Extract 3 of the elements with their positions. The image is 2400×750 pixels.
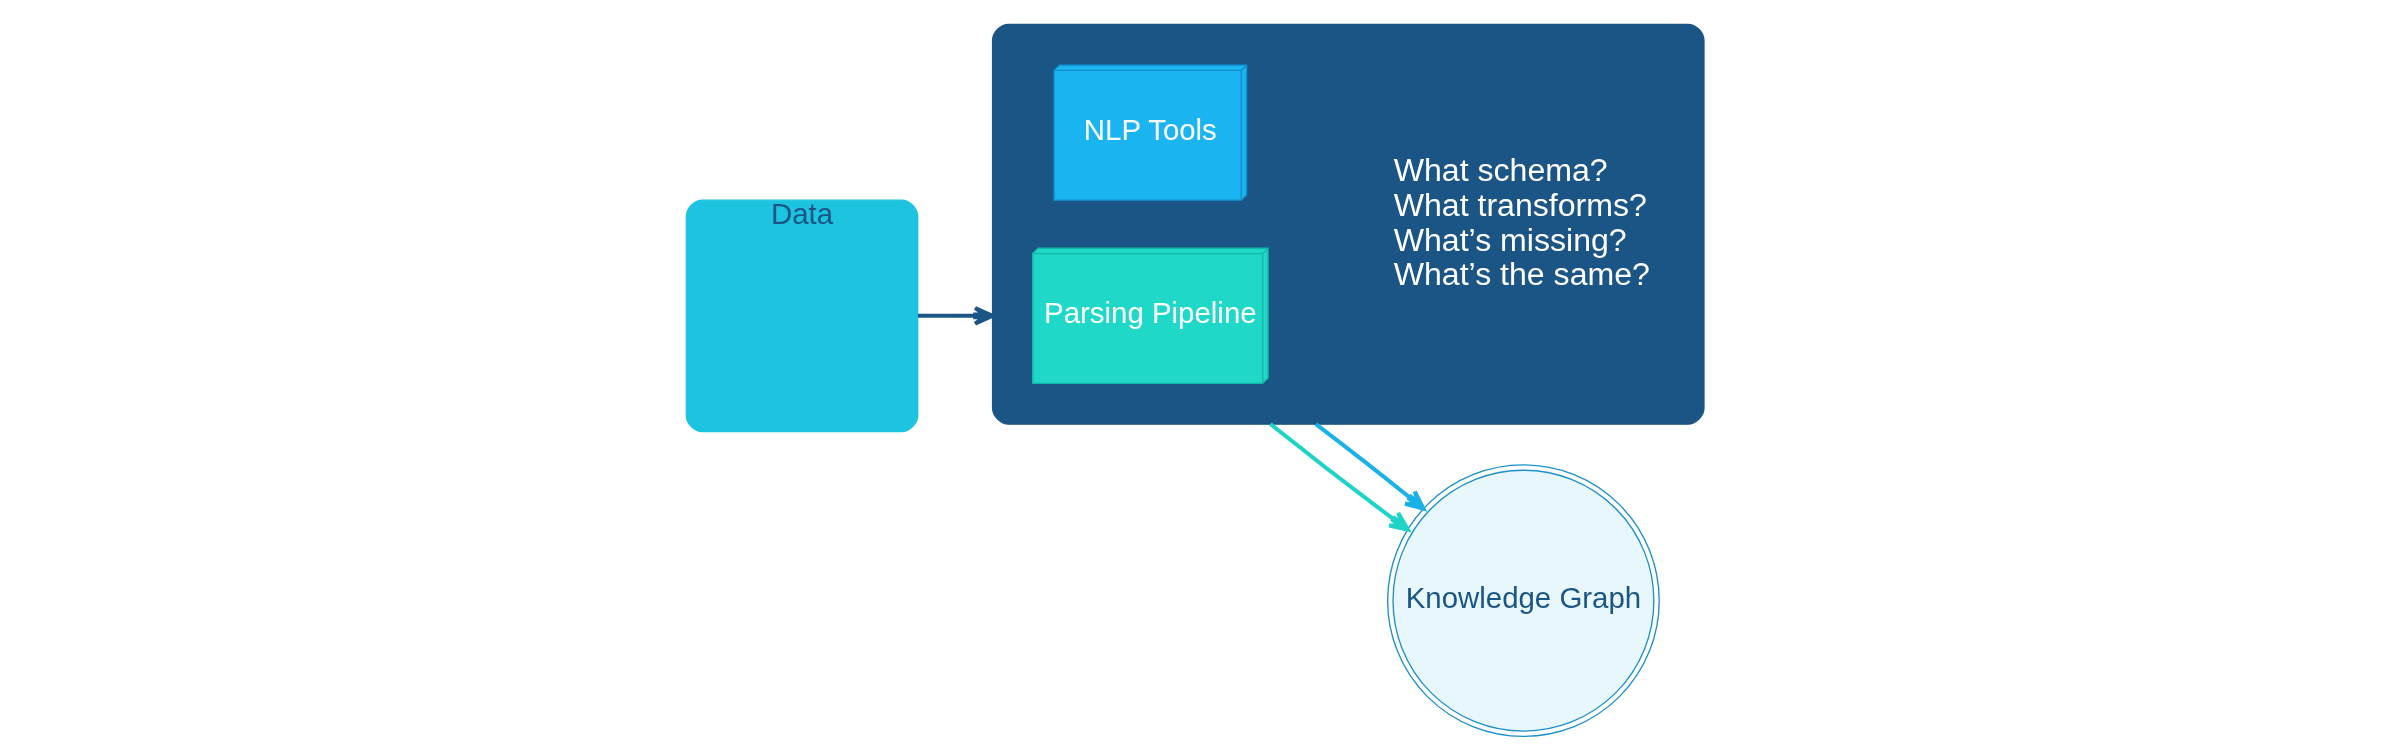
label: What’s missing?: [1393, 221, 1627, 258]
label: What schema?: [1393, 152, 1608, 189]
label: What transforms?: [1393, 186, 1647, 223]
